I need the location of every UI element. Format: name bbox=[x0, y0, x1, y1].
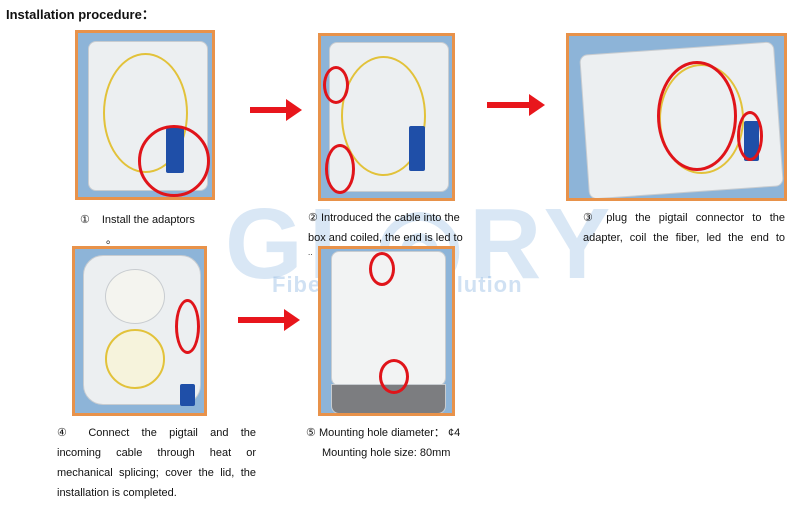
step2-photo bbox=[318, 33, 455, 201]
step3-photo bbox=[566, 33, 787, 201]
arrow-right-icon bbox=[250, 99, 302, 121]
step4-photo bbox=[72, 246, 207, 416]
step4-caption: ④ Connect the pigtail and the incoming c… bbox=[57, 427, 256, 499]
arrow-right-icon bbox=[238, 309, 300, 331]
step5-caption: ⑤ Mounting hole diameter： ¢4 Mounting ho… bbox=[306, 427, 461, 459]
step2-caption: ② Introduced the cable into the box and … bbox=[308, 212, 463, 257]
step1-photo bbox=[75, 30, 215, 200]
step5-photo bbox=[318, 246, 455, 416]
arrow-right-icon bbox=[487, 94, 545, 116]
page-title: Installation procedure： bbox=[6, 7, 155, 22]
step3-caption: ③ plug the pigtail connector to the adap… bbox=[583, 212, 785, 244]
